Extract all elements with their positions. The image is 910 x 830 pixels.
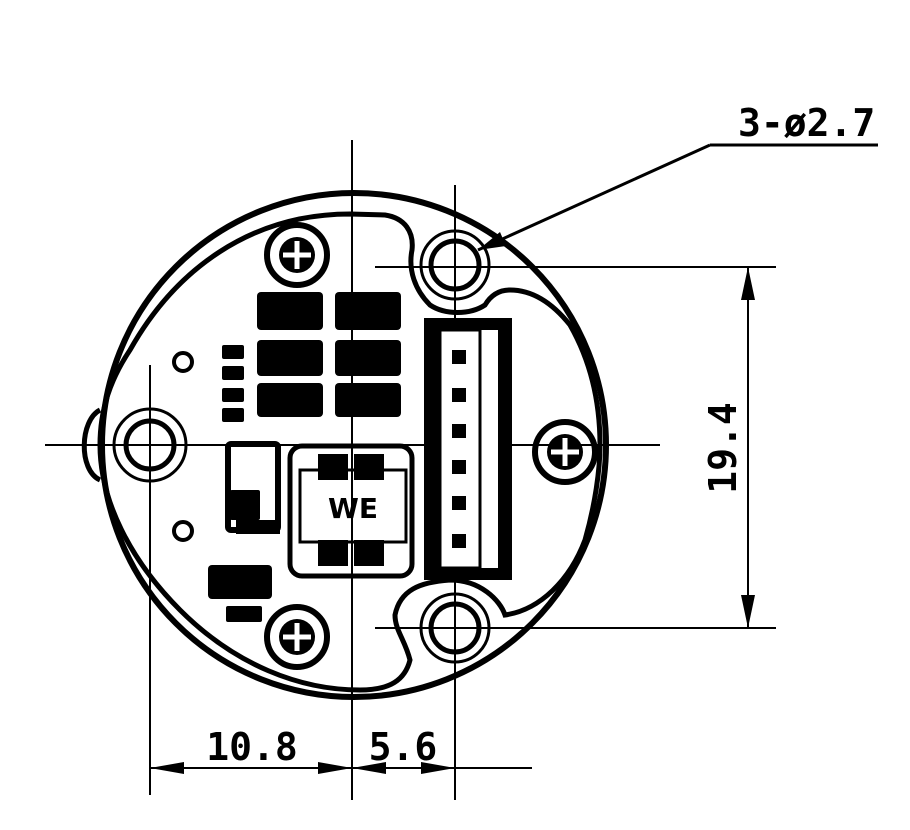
dimension-vertical: 19.4 (375, 266, 776, 629)
mounting-hole-left (112, 407, 188, 483)
via-holes (172, 351, 194, 542)
central-ic: WE (287, 443, 415, 579)
mounting-hole-top (419, 229, 491, 301)
dimension-horizontal: 10.8 5.6 (150, 725, 532, 774)
hole-callout-label: 3-ø2.7 (738, 101, 875, 145)
connector-pins (452, 350, 466, 548)
hole-callout: 3-ø2.7 (477, 101, 878, 252)
dimension-left-label: 10.8 (206, 725, 298, 769)
screw-right (532, 419, 598, 485)
screws (264, 222, 598, 670)
screw-bottom-left (264, 604, 330, 670)
connector (424, 318, 512, 580)
smd-components (208, 292, 401, 622)
silkscreen-label: WE (328, 492, 378, 525)
dimension-right-label: 5.6 (369, 725, 438, 769)
screw-top-left (264, 222, 330, 288)
dimension-vertical-label: 19.4 (701, 402, 745, 494)
